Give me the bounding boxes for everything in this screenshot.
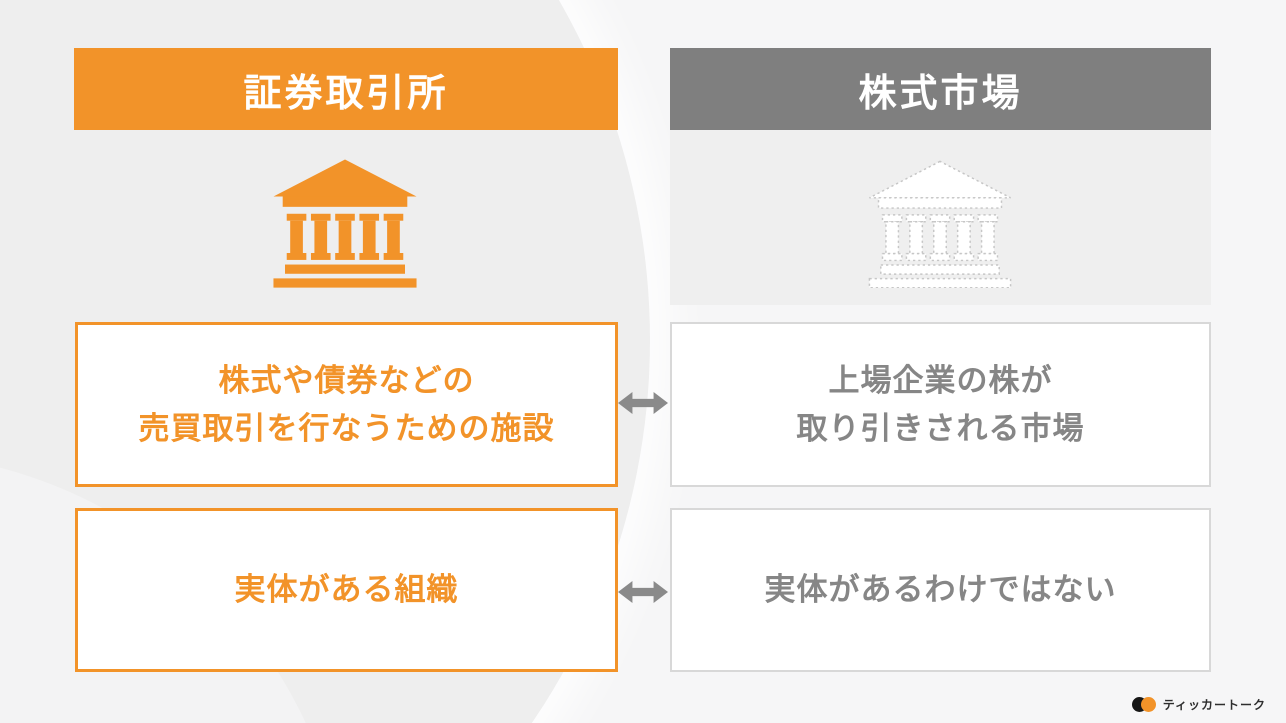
box-text-line: 売買取引を行なうための施設 bbox=[138, 410, 555, 446]
box-text-line: 取り引きされる市場 bbox=[796, 410, 1085, 446]
bank-icon bbox=[270, 158, 420, 288]
market-entity-box: 実体があるわけではない bbox=[670, 508, 1211, 672]
double-arrow-icon bbox=[618, 579, 668, 605]
double-arrow-icon bbox=[618, 390, 668, 416]
column-header-label: 証券取引所 bbox=[243, 72, 449, 115]
column-header-label: 株式市場 bbox=[858, 72, 1023, 115]
brand-mark-icon bbox=[1131, 697, 1156, 712]
column-header-securities-exchange: 証券取引所 bbox=[74, 48, 618, 130]
column-header-stock-market: 株式市場 bbox=[670, 48, 1211, 130]
box-text-line: 実体があるわけではない bbox=[764, 572, 1117, 607]
brand-orange-circle-icon bbox=[1140, 697, 1156, 712]
exchange-definition-box: 株式や債券などの 売買取引を行なうための施設 bbox=[75, 322, 618, 487]
exchange-entity-box: 実体がある組織 bbox=[75, 508, 618, 672]
brand-logo: ティッカートーク bbox=[1131, 696, 1266, 713]
box-text-line: 上場企業の株が bbox=[828, 362, 1053, 398]
bank-icon-dotted bbox=[866, 160, 1014, 288]
market-definition-box: 上場企業の株が 取り引きされる市場 bbox=[670, 322, 1211, 487]
box-text-line: 株式や債券などの bbox=[218, 362, 475, 398]
brand-name: ティッカートーク bbox=[1162, 698, 1266, 712]
box-text-line: 実体がある組織 bbox=[234, 572, 459, 607]
